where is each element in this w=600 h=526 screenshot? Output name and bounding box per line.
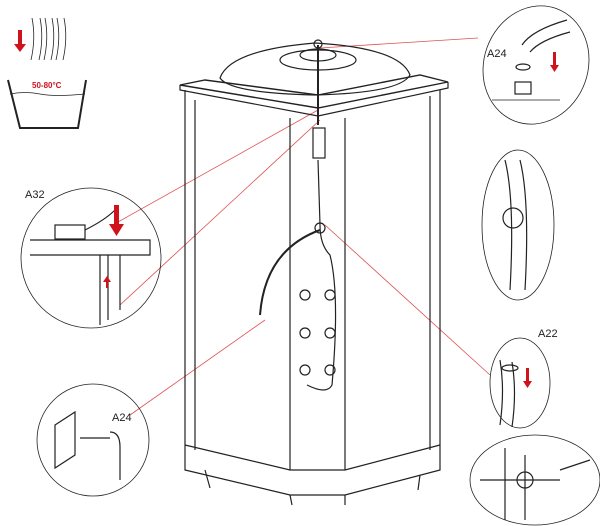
temperature-label: 50-80°C (32, 81, 62, 90)
up-arrow-icon (103, 276, 111, 288)
part-label-a22: A22 (538, 328, 558, 340)
down-arrow-icon (14, 30, 26, 52)
part-label-a24-bottom: A24 (112, 412, 132, 424)
leader-lines (117, 37, 491, 416)
hoses-in-hot-water-icon (7, 17, 87, 129)
inset-a24-bottom (36, 383, 150, 497)
part-label-a24-top: A24 (487, 48, 507, 60)
down-arrow-icon (109, 205, 124, 236)
inset-a24-top (482, 5, 590, 125)
inset-drain-connection (469, 434, 600, 526)
down-arrow-icon (523, 368, 532, 388)
inset-a32 (20, 187, 162, 329)
shower-cabin (179, 39, 449, 506)
part-label-a32: A32 (25, 189, 45, 201)
massage-jets (299, 289, 336, 376)
inset-hose-connector (481, 149, 555, 301)
inset-a22 (489, 337, 551, 429)
down-arrow-icon (550, 52, 559, 72)
